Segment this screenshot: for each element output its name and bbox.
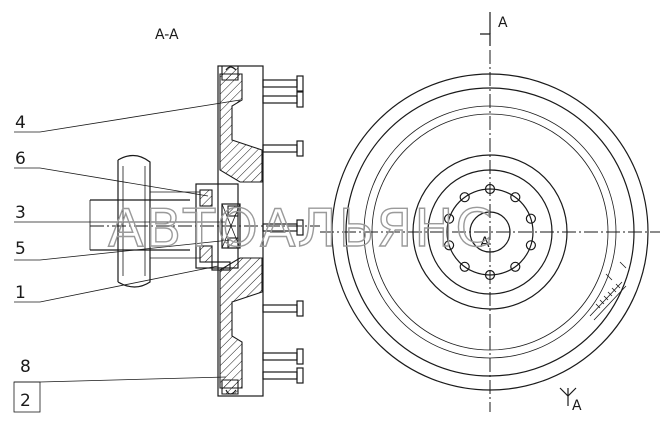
callout-6: 6 <box>15 149 26 169</box>
bolt <box>262 219 304 236</box>
watermark-text: АВТОАЛЬЯНС <box>108 199 494 259</box>
callout-1: 1 <box>15 283 26 303</box>
bolt <box>262 75 304 108</box>
tread-scale <box>589 261 627 321</box>
cut-mark-top: A <box>480 12 508 46</box>
section-title: A-A <box>155 27 179 43</box>
callout-3: 3 <box>15 203 26 223</box>
bolts-column <box>262 75 304 384</box>
bolt-hole <box>444 240 455 251</box>
callout-box <box>13 381 41 413</box>
callout-4: 4 <box>15 113 26 133</box>
cut-mark-top-letter: A <box>498 15 508 31</box>
bolt-hole <box>525 213 537 224</box>
cut-mark-bottom-letter: A <box>572 398 582 414</box>
section-view: A-A <box>13 27 320 413</box>
callout-2: 2 <box>20 391 31 411</box>
bolt <box>262 348 304 384</box>
callout-5: 5 <box>15 239 26 259</box>
callouts: 4 6 3 5 1 8 2 <box>13 99 241 413</box>
cut-mark-bottom: A <box>559 387 582 414</box>
bolt <box>262 140 304 157</box>
bolt-hole <box>510 192 521 203</box>
bolt-hole <box>444 213 455 224</box>
bolt-hole <box>525 240 537 251</box>
callout-8: 8 <box>20 357 31 377</box>
bolt <box>262 300 304 317</box>
bolt-holes <box>444 183 537 281</box>
front-view: A A A <box>320 12 660 414</box>
bolt-hole <box>459 261 470 272</box>
bolt-hole <box>459 192 470 203</box>
hub-center-label: A <box>480 235 490 251</box>
bolt-hole <box>510 261 521 272</box>
